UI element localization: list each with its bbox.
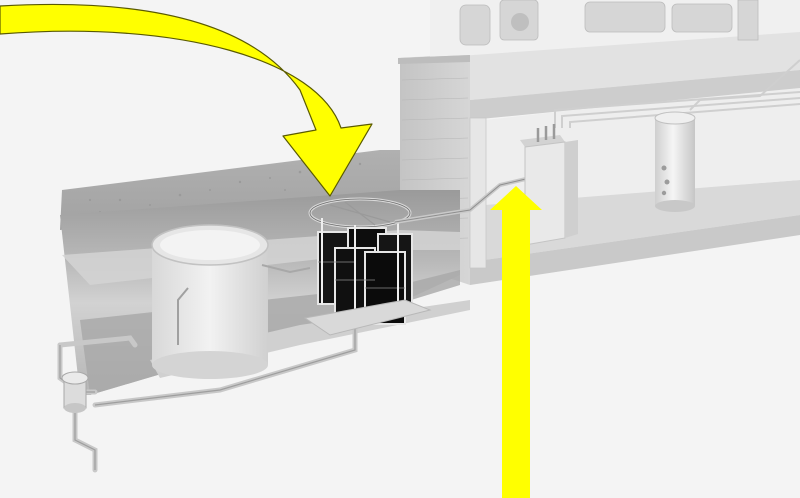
outdoor-pump-pipework (57, 322, 358, 473)
straight-arrow-to-indoor-unit (490, 186, 542, 498)
house-cutaway (398, 0, 800, 285)
curved-arrow-to-heat-exchanger (0, 3, 373, 197)
ground-heat-exchanger-unit (303, 176, 531, 336)
indoor-heat-pump (520, 124, 578, 246)
water-storage-tank (151, 224, 311, 379)
hot-water-cylinder (654, 111, 696, 212)
